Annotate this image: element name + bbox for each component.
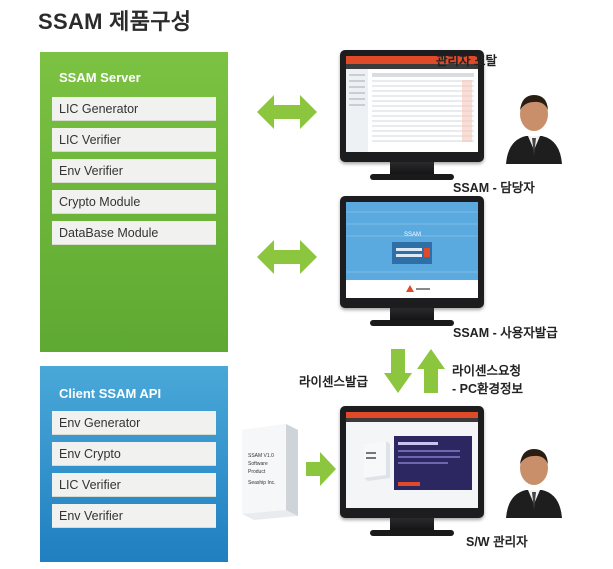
ssam-login-screen: SSAM — [346, 202, 478, 298]
box-line-2: Software — [248, 461, 268, 467]
person-icon — [502, 440, 566, 518]
server-module-lic-generator: LIC Generator — [52, 97, 216, 121]
client-module-env-generator: Env Generator — [52, 411, 216, 435]
client-module-lic-verifier: LIC Verifier — [52, 473, 216, 497]
sw-admin-label: S/W 관리자 — [466, 535, 528, 549]
server-module-crypto: Crypto Module — [52, 190, 216, 214]
box-line-3: Product — [248, 469, 266, 475]
person-icon — [502, 86, 566, 164]
ssam-server-panel: SSAM Server LIC Generator LIC Verifier E… — [40, 52, 228, 352]
double-arrow-icon — [257, 95, 317, 129]
server-module-lic-verifier: LIC Verifier — [52, 128, 216, 152]
client-module-env-verifier: Env Verifier — [52, 504, 216, 528]
page-title: SSAM 제품구성 — [38, 9, 192, 34]
login-screen-header: SSAM — [404, 232, 422, 238]
up-arrow-icon — [417, 349, 445, 393]
ssam-manager-label: SSAM - 담당자 — [453, 181, 535, 195]
admin-portal-label: 관리자 포탈 — [436, 54, 497, 68]
software-product-box: SSAM V1.0 Software Product Seaship Inc. — [242, 424, 298, 520]
ssam-user-issue-label: SSAM - 사용자발급 — [453, 326, 558, 340]
server-panel-title: SSAM Server — [59, 70, 141, 85]
sw-admin-screen — [346, 412, 478, 508]
box-line-1: SSAM V1.0 — [248, 453, 274, 459]
client-module-env-crypto: Env Crypto — [52, 442, 216, 466]
box-line-4: Seaship Inc. — [248, 480, 276, 486]
pc-env-info-label: - PC환경정보 — [452, 382, 524, 396]
license-issue-label: 라이센스발급 — [299, 375, 369, 389]
license-request-label: 라이센스요청 — [452, 364, 522, 378]
double-arrow-icon — [257, 240, 317, 274]
server-module-env-verifier: Env Verifier — [52, 159, 216, 183]
client-api-panel: Client SSAM API Env Generator Env Crypto… — [40, 366, 228, 562]
down-arrow-icon — [384, 349, 412, 393]
right-arrow-icon — [306, 452, 336, 486]
client-panel-title: Client SSAM API — [59, 386, 162, 401]
admin-portal-screen — [346, 56, 478, 152]
server-module-database: DataBase Module — [52, 221, 216, 245]
